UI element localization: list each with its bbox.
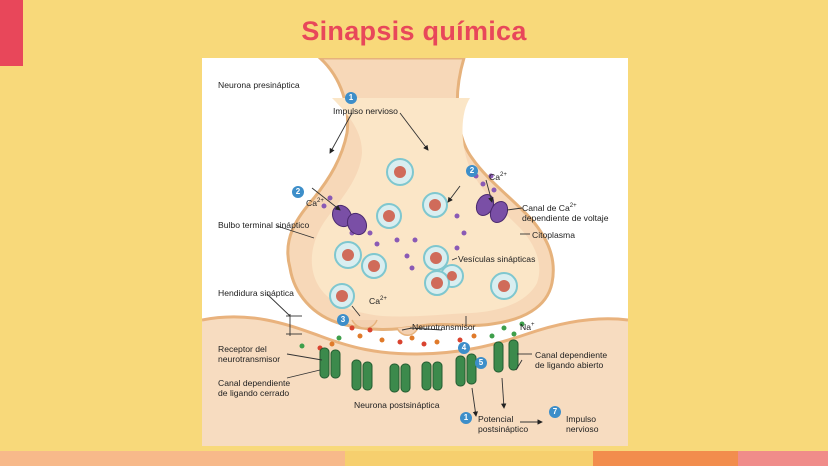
label-vesicles: Vesículas sinápticas bbox=[458, 254, 536, 264]
label-closed-channel-line2: de ligando cerrado bbox=[218, 388, 290, 398]
label-na: Na+ bbox=[520, 321, 535, 332]
footer-segment bbox=[593, 451, 738, 466]
label-ca-right: Ca2+ bbox=[489, 171, 507, 182]
step-badge: 3 bbox=[337, 314, 349, 326]
footer-segment bbox=[738, 451, 828, 466]
sodium-ions bbox=[299, 321, 525, 349]
footer-color-bar bbox=[0, 451, 828, 466]
step-badge: 2 bbox=[466, 165, 478, 177]
synapse-diagram: Neurona presináptica Impulso nervioso Ca… bbox=[202, 58, 628, 446]
label-impulse-line1: Impulso bbox=[566, 414, 597, 424]
label-nerve-impulse: Impulso nervioso bbox=[333, 106, 398, 116]
label-cleft: Hendidura sináptica bbox=[218, 288, 294, 298]
neurotransmitter-molecules bbox=[317, 325, 477, 351]
postsynaptic-neuron-shape bbox=[202, 316, 628, 446]
step-badge: 4 bbox=[458, 342, 470, 354]
label-open-channel-line1: Canal dependiente bbox=[535, 350, 608, 360]
label-neurotransmitter: Neurotransmisor bbox=[412, 322, 476, 332]
label-open-channel-line2: de ligando abierto bbox=[535, 360, 604, 370]
label-cytoplasm: Citoplasma bbox=[532, 230, 575, 240]
label-ca-inner: Ca2+ bbox=[369, 295, 387, 306]
step-badge: 2 bbox=[292, 186, 304, 198]
arrows-and-leaders bbox=[266, 112, 543, 425]
accent-bar bbox=[0, 0, 23, 66]
label-impulse-line2: nervioso bbox=[566, 424, 599, 434]
label-presynaptic-neuron: Neurona presináptica bbox=[218, 80, 300, 90]
calcium-ions bbox=[321, 173, 497, 271]
label-postsynaptic-neuron: Neurona postsináptica bbox=[354, 400, 440, 410]
ligand-gated-channels bbox=[319, 339, 519, 393]
vesicle-contents bbox=[336, 166, 510, 302]
label-ca-channel-line2: dependiente de voltaje bbox=[522, 213, 609, 223]
label-terminal-bulb: Bulbo terminal sináptico bbox=[218, 220, 310, 230]
footer-segment bbox=[345, 451, 593, 466]
footer-segment bbox=[0, 451, 345, 466]
step-badge: 1 bbox=[345, 92, 357, 104]
slide-title: Sinapsis química bbox=[301, 16, 527, 46]
label-potential-line2: postsináptico bbox=[478, 424, 529, 434]
label-closed-channel-line1: Canal dependiente bbox=[218, 378, 291, 388]
label-receptor-line2: neurotransmisor bbox=[218, 354, 281, 364]
synapse-illustration bbox=[202, 58, 628, 446]
step-badge: 7 bbox=[549, 406, 561, 418]
label-ca-channel: Canal de Ca2+ bbox=[522, 202, 577, 213]
label-receptor-line1: Receptor del bbox=[218, 344, 267, 354]
calcium-channels bbox=[331, 193, 509, 236]
postsynaptic-membrane bbox=[202, 315, 628, 356]
step-badge: 1 bbox=[460, 412, 472, 424]
label-ca-left: Ca2+ bbox=[306, 197, 324, 208]
step-badge: 5 bbox=[475, 357, 487, 369]
label-potential-line1: Potencial bbox=[478, 414, 514, 424]
